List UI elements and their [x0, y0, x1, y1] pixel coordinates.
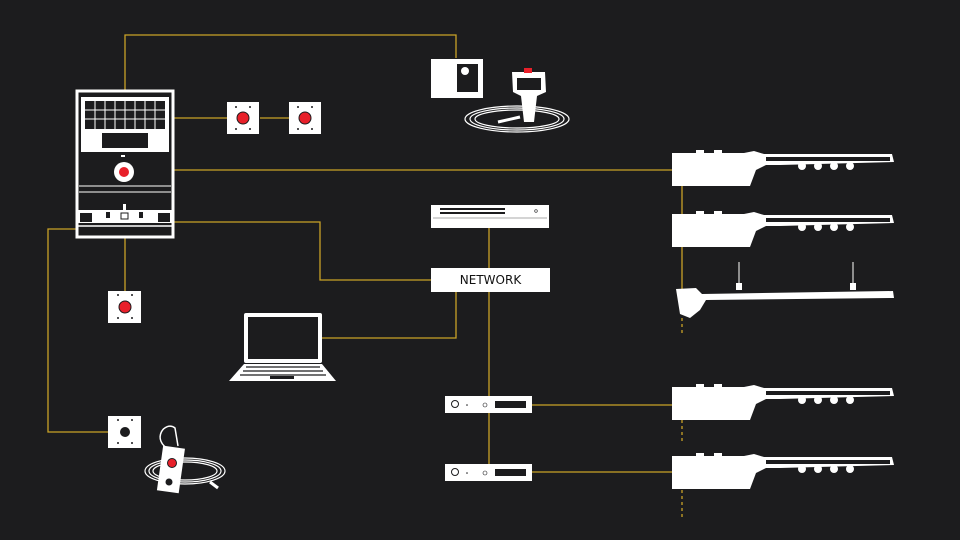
link-laptop-network: [322, 292, 457, 339]
pendant-wall-unit[interactable]: [431, 59, 483, 98]
link-console-wallbox: [47, 228, 110, 433]
hoist[interactable]: [672, 211, 894, 247]
emergency-stop-box[interactable]: [289, 102, 321, 134]
teach-pendant[interactable]: [464, 68, 570, 133]
laptop[interactable]: [229, 313, 336, 381]
truss-lift[interactable]: [676, 262, 894, 318]
console-keypad: [85, 101, 165, 148]
wall-box[interactable]: [108, 416, 141, 448]
control-console[interactable]: [75, 89, 175, 239]
network-switch[interactable]: [431, 205, 549, 228]
emergency-stop-box[interactable]: [227, 102, 259, 134]
emergency-stop-box[interactable]: [108, 291, 141, 323]
hoist[interactable]: [672, 150, 894, 186]
hoist[interactable]: [672, 453, 894, 489]
network-box[interactable]: NETWORK: [431, 268, 550, 292]
handheld-pendant[interactable]: [144, 425, 226, 494]
amplifier[interactable]: [445, 396, 532, 413]
link-console-pendant: [124, 34, 457, 92]
amplifier[interactable]: [445, 464, 532, 481]
hoist[interactable]: [672, 384, 894, 420]
joystick-icon: [123, 204, 126, 214]
link-console-network: [174, 221, 431, 281]
